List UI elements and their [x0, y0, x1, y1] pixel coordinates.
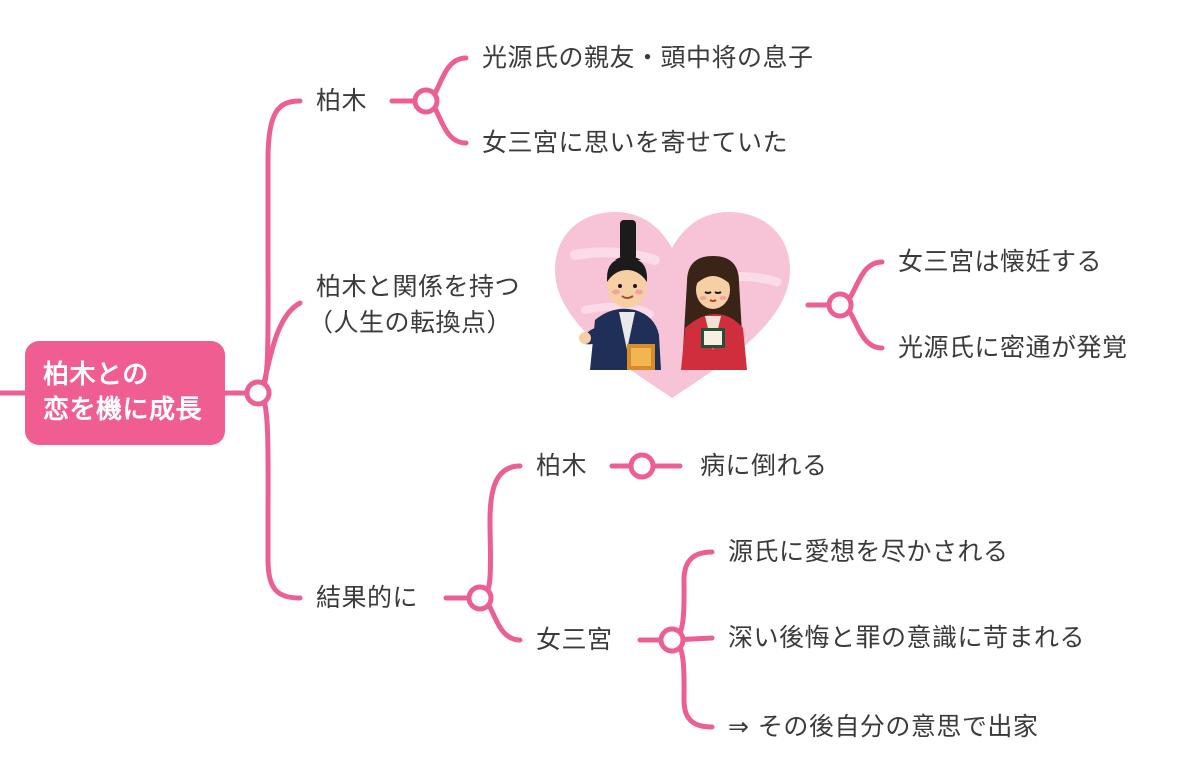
onna-to-child-3: [669, 637, 715, 730]
onna-child-1[interactable]: 源氏に愛想を尽かされる: [728, 537, 1009, 566]
result-circle[interactable]: [466, 584, 494, 612]
branch-relationship-line1[interactable]: 柏木と関係を持つ: [316, 272, 521, 301]
onna-circle[interactable]: [658, 626, 686, 654]
relationship-child-2[interactable]: 光源氏に密通が発覚: [898, 333, 1128, 362]
result-to-kashiwagi: [477, 463, 523, 601]
onna-child-2[interactable]: 深い後悔と罪の意識に苛まれる: [728, 623, 1086, 652]
branch-connector-relationship: [255, 300, 303, 396]
root-node[interactable]: 柏木との 恋を機に成長: [25, 341, 225, 445]
kashiwagi-circle[interactable]: [412, 87, 440, 115]
branch-connector-result: [255, 390, 303, 601]
branch-result[interactable]: 結果的に: [316, 583, 419, 612]
man-figure: [579, 220, 661, 370]
onna-child-3[interactable]: ⇒ その後自分の意思で出家: [728, 712, 1039, 741]
kashiwagi-child-2[interactable]: 女三宮に思いを寄せていた: [482, 128, 789, 157]
root-label-line2: 恋を機に成長: [43, 395, 203, 425]
root-label-line1: 柏木との: [43, 360, 149, 390]
result-kashiwagi[interactable]: 柏木: [536, 451, 588, 480]
branch-kashiwagi[interactable]: 柏木: [316, 86, 368, 115]
onna-to-child-1: [669, 549, 715, 643]
branch-relationship-line2[interactable]: （人生の転換点）: [308, 308, 513, 337]
result-kashiwagi-child[interactable]: 病に倒れる: [700, 451, 828, 480]
kashiwagi-child-1[interactable]: 光源氏の親友・頭中将の息子: [482, 43, 814, 72]
result-kashiwagi-circle[interactable]: [628, 452, 656, 480]
relationship-child-1[interactable]: 女三宮は懐妊する: [898, 247, 1103, 276]
relationship-circle[interactable]: [826, 291, 854, 319]
result-onna[interactable]: 女三宮: [536, 625, 613, 654]
branch-connector-kashiwagi: [255, 98, 303, 396]
woman-figure: [681, 256, 747, 370]
heart-couple-illustration: [555, 212, 790, 398]
root-hub-circle[interactable]: [244, 379, 272, 407]
